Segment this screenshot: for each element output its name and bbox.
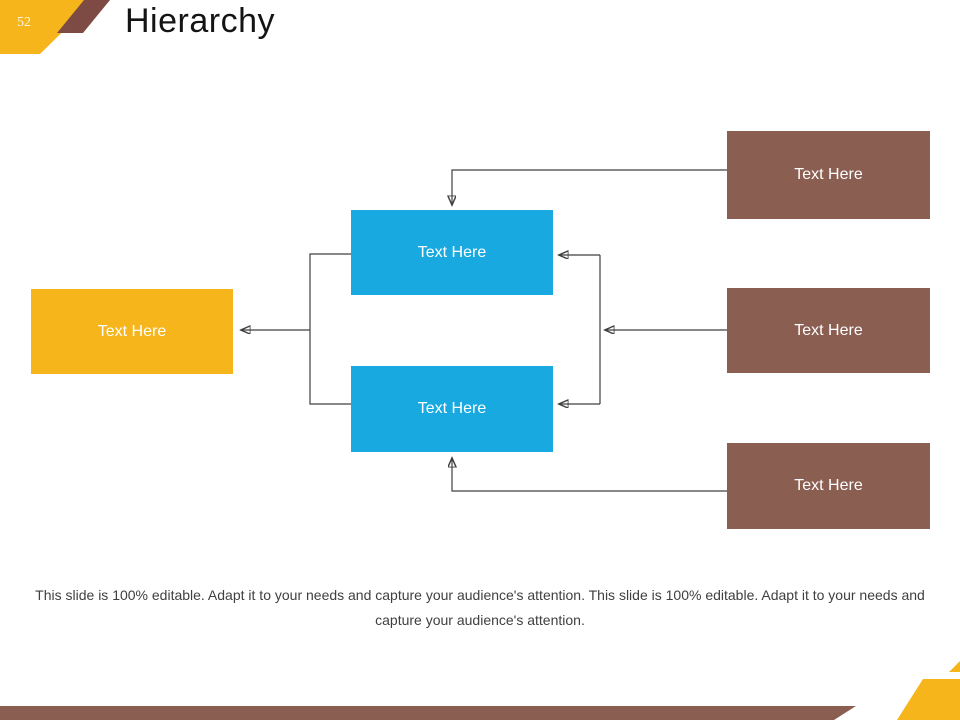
header-diagonal-stripe (57, 0, 110, 33)
footer-yellow-parallelogram (897, 679, 960, 720)
node-text-here-right-top: Text Here (727, 131, 930, 219)
header-yellow-banner (0, 0, 95, 54)
node-text-here-left: Text Here (31, 289, 233, 374)
header-corner-decoration (0, 0, 110, 54)
footer-brown-bar (0, 706, 856, 720)
node-text-here-right-middle: Text Here (727, 288, 930, 373)
node-text-here-right-bottom: Text Here (727, 443, 930, 529)
connector-left-vertical (309, 253, 351, 405)
connector-righttop-to-centertop (452, 169, 727, 204)
node-label: Text Here (794, 477, 863, 494)
node-label: Text Here (794, 166, 863, 183)
node-label: Text Here (794, 321, 863, 339)
footer-decoration (0, 661, 960, 720)
slide-footer-caption: This slide is 100% editable. Adapt it to… (30, 583, 930, 633)
slide-footer-text: This slide is 100% editable. Adapt it to… (35, 587, 925, 628)
connector-rightbot-to-centerbot (452, 459, 727, 492)
slide-number: 52 (17, 15, 31, 30)
node-label: Text Here (417, 400, 487, 417)
page-title: Hierarchy (125, 2, 275, 40)
footer-yellow-corner-sliver (949, 661, 960, 672)
node-text-here-center-bottom: Text Here (351, 366, 553, 452)
node-label: Text Here (97, 322, 167, 340)
node-text-here-center-top: Text Here (351, 210, 553, 295)
node-label: Text Here (417, 243, 487, 261)
